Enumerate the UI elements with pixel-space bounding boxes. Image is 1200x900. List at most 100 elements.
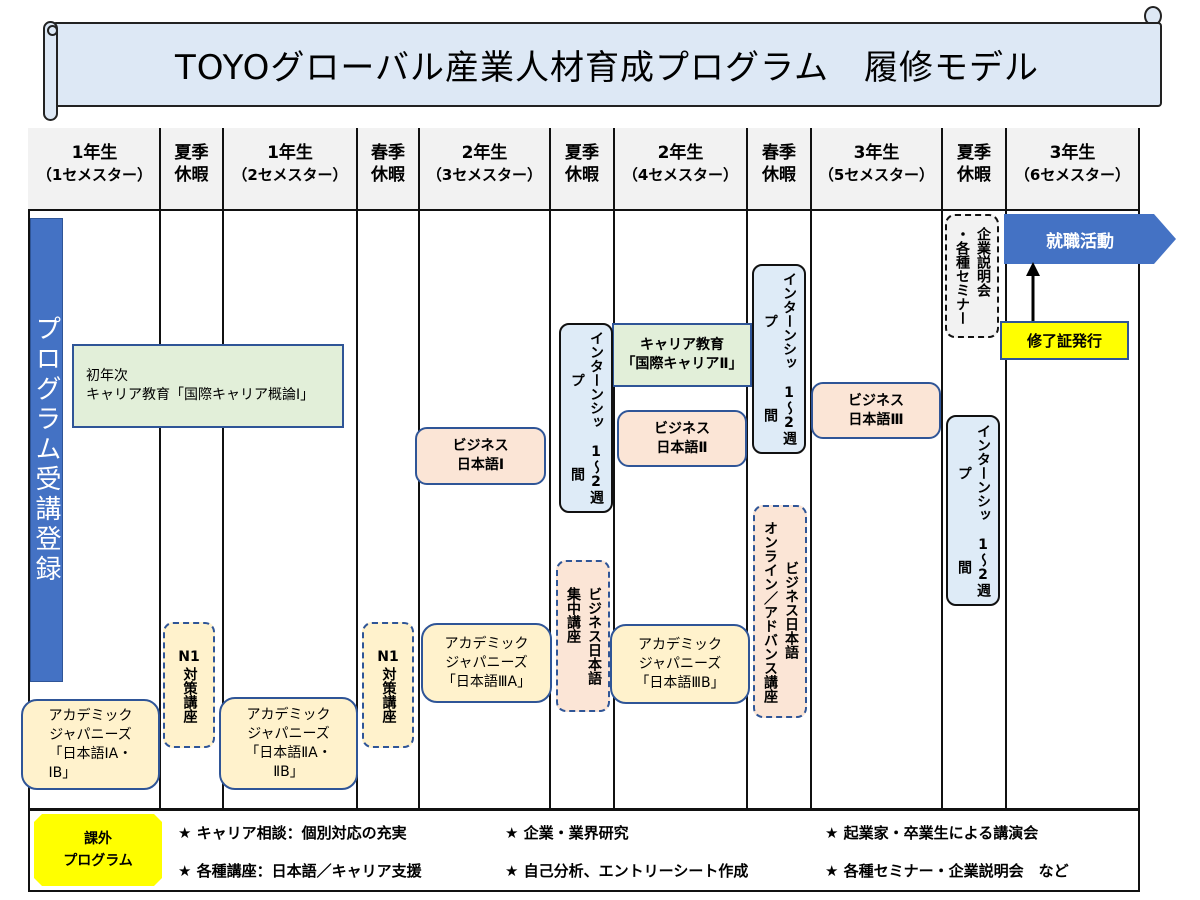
column-divider [159, 128, 161, 808]
column-header-spring-break-1: 春季 休暇 [358, 128, 418, 211]
column-header-summer-break-2: 夏季 休暇 [551, 128, 613, 211]
course-subtitle: 日本語Ⅲ [848, 411, 904, 428]
column-divider [941, 128, 943, 808]
internship-duration: 1～2週間 [569, 444, 604, 505]
company-seminar-box: 企業説明会 ・各種セミナー [945, 214, 999, 338]
course-subtitle: 日本語Ⅰ [456, 457, 505, 473]
career-education-intro-box: 初年次 キャリア教育「国際キャリア概論Ⅰ」 [72, 344, 344, 428]
column-header-title: 2年生 [657, 143, 704, 163]
certificate-issuance-box: 修了証発行 [1000, 321, 1129, 360]
course-line: アカデミック [444, 635, 529, 652]
seminar-title: 企業説明会 [975, 227, 991, 297]
column-header-title: 夏季 [174, 143, 209, 163]
extracurricular-item: ★ 自己分析、エントリーシート作成 [505, 862, 749, 880]
page-title: TOYOグローバル産業人材育成プログラム 履修モデル [175, 48, 1039, 88]
career-intro-line1: 初年次 [86, 368, 128, 384]
badge-line1: 課外 [84, 831, 112, 847]
n1-course-label: 対策講座 [380, 666, 397, 723]
internship-box-1: インターンシップ 1～2週間 [559, 323, 613, 513]
column-divider [1005, 128, 1007, 808]
seminar-subtitle: ・各種セミナー [954, 227, 970, 325]
column-divider [222, 128, 224, 808]
course-line: ⅡB」 [273, 763, 304, 780]
badge-line2: プログラム [63, 853, 133, 869]
course-line: ジャパニーズ [247, 725, 330, 742]
n1-prep-course-box-2: N1 対策講座 [362, 622, 414, 748]
extracurricular-item: ★ 起業家・卒業生による講演会 [825, 824, 1039, 842]
column-divider [356, 128, 358, 808]
job-hunting-label: 就職活動 [1046, 231, 1114, 252]
column-header-title: 3年生 [1049, 143, 1096, 163]
career-2-line1: キャリア教育 [639, 337, 724, 353]
job-hunting-arrow: 就職活動 [1004, 214, 1176, 264]
column-header-year1-sem1: 1年生 （1セメスター） [30, 128, 159, 211]
column-header-subtitle: （2セメスター） [232, 166, 348, 184]
business-japanese-intensive-box: ビジネス日本語 集中講座 [556, 560, 610, 712]
column-header-year3-sem5: 3年生 （5セメスター） [812, 128, 941, 211]
column-divider [1138, 128, 1140, 808]
column-header-subtitle: 休暇 [174, 165, 209, 185]
column-header-subtitle: （1セメスター） [36, 166, 153, 184]
column-header-subtitle: （6セメスター） [1014, 166, 1131, 184]
extracurricular-item: ★ 各種講座：日本語／キャリア支援 [178, 862, 422, 880]
course-line: 「日本語ⅢA」 [441, 673, 532, 690]
internship-box-2: インターンシップ 1～2週間 [752, 264, 806, 454]
extracurricular-item: ★ 各種セミナー・企業説明会 など [825, 862, 1069, 880]
n1-label: N1 [377, 648, 399, 665]
column-header-subtitle: （5セメスター） [818, 166, 935, 184]
course-line: アカデミック [637, 636, 722, 653]
course-title: ビジネス [452, 438, 509, 454]
column-header-year2-sem3: 2年生 （3セメスター） [420, 128, 549, 211]
business-japanese-1-box: ビジネス日本語Ⅰ [415, 427, 546, 485]
internship-duration: 1～2週間 [956, 537, 991, 598]
column-header-subtitle: 休暇 [957, 165, 991, 185]
title-banner: TOYOグローバル産業人材育成プログラム 履修モデル [52, 22, 1162, 107]
business-japanese-advanced-box: ビジネス日本語 オンライン／アドバンス講座 [753, 505, 807, 718]
column-header-title: 夏季 [957, 143, 991, 163]
column-header-summer-break-3: 夏季 休暇 [943, 128, 1005, 211]
course-subtitle: 日本語Ⅱ [656, 439, 708, 456]
scroll-roll-icon [43, 21, 58, 121]
program-registration-bar: プログラム受講登録 [30, 218, 63, 682]
column-divider [810, 128, 812, 808]
course-line: 「日本語ⅠA・ [48, 745, 133, 762]
column-header-year1-sem2: 1年生 （2セメスター） [224, 128, 356, 211]
course-title: ビジネス日本語 [783, 560, 799, 659]
column-header-subtitle: 休暇 [762, 165, 796, 185]
column-header-title: 1年生 [71, 143, 118, 163]
extracurricular-section [28, 808, 1140, 892]
course-line: ⅠB」 [48, 764, 77, 781]
column-header-year3-sem6: 3年生 （6セメスター） [1007, 128, 1138, 211]
course-title: ビジネス日本語 [586, 587, 602, 685]
column-header-title: 春季 [762, 143, 796, 163]
course-subtitle: オンライン／アドバンス講座 [762, 520, 778, 703]
arrow-up-icon [1026, 262, 1040, 322]
extracurricular-item: ★ キャリア相談：個別対応の充実 [178, 824, 407, 842]
course-line: ジャパニーズ [49, 726, 132, 743]
academic-japanese-3a-box: アカデミック ジャパニーズ 「日本語ⅢA」 [421, 623, 552, 703]
n1-course-label: 対策講座 [181, 666, 198, 723]
n1-prep-course-box-1: N1 対策講座 [163, 622, 215, 748]
internship-title: インターンシップ [569, 331, 604, 430]
course-line: 「日本語ⅡA・ [245, 744, 332, 761]
header-row [28, 128, 1140, 211]
column-header-subtitle: （4セメスター） [622, 166, 739, 184]
internship-title: インターンシップ [956, 423, 991, 522]
column-divider [613, 128, 615, 808]
internship-duration: 1～2週間 [762, 385, 797, 446]
extracurricular-item: ★ 企業・業界研究 [505, 824, 629, 842]
column-header-title: 2年生 [461, 143, 508, 163]
career-education-2-box: キャリア教育 「国際キャリアⅡ」 [612, 323, 752, 387]
business-japanese-2-box: ビジネス日本語Ⅱ [617, 410, 747, 467]
internship-box-3: インターンシップ 1～2週間 [946, 415, 1000, 606]
business-japanese-3-box: ビジネス日本語Ⅲ [811, 382, 941, 439]
academic-japanese-3b-box: アカデミック ジャパニーズ 「日本語ⅢB」 [610, 624, 750, 704]
career-2-line2: 「国際キャリアⅡ」 [621, 356, 743, 372]
course-title: ビジネス [654, 420, 710, 437]
column-header-title: 春季 [371, 143, 405, 163]
course-line: ジャパニーズ [445, 654, 528, 671]
n1-label: N1 [178, 648, 200, 665]
course-subtitle: 集中講座 [565, 587, 581, 643]
course-line: 「日本語ⅢB」 [635, 674, 725, 691]
column-header-subtitle: 休暇 [565, 165, 599, 185]
